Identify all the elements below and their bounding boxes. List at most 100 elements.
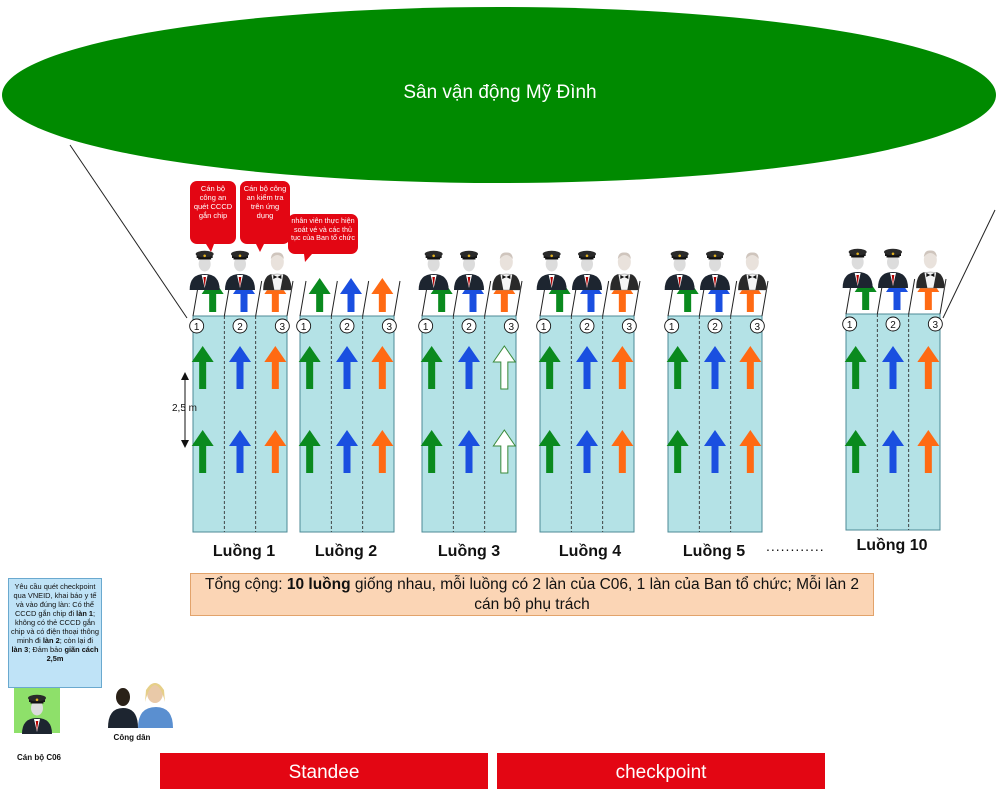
lane-number: 1 (301, 322, 307, 333)
entry-line (515, 280, 523, 317)
entry-line (730, 280, 738, 317)
staff-icon (609, 251, 639, 291)
lane-arrow-up (229, 430, 251, 473)
lane-number-circle (339, 318, 355, 334)
entry-line (286, 280, 294, 317)
officer-icon (225, 250, 255, 290)
lane-label-3: Luồng 3 (437, 543, 501, 560)
callout-lane-1: Cán bộ công an quét CCCD gắn chip (190, 181, 236, 244)
lane-arrow-up (458, 430, 480, 473)
instr-text: ; không có thẻ CCCD gắn chip và có điện … (11, 609, 99, 645)
lane-arrow-up (420, 430, 443, 473)
summary-prefix: Tổng cộng: (204, 576, 287, 593)
lane-arrow-up (666, 346, 689, 389)
lane-arrow-up (576, 430, 598, 473)
lane-number-circle (189, 318, 205, 334)
officer-icon (700, 250, 730, 290)
standee-bar: Standee (160, 753, 488, 789)
lane-arrow-up (704, 430, 726, 473)
entry-line (484, 280, 492, 317)
lane-number: 1 (423, 322, 429, 333)
lane-arrow-up (917, 346, 940, 389)
staff-icon (262, 251, 292, 291)
lane-arrow-up (371, 430, 394, 473)
lane-number: 3 (509, 322, 515, 333)
officer-icon (842, 248, 873, 288)
stadium-shape (2, 7, 996, 183)
callout-tail (206, 244, 214, 252)
entry-line (362, 280, 370, 317)
checkpoint-bar: checkpoint (497, 753, 825, 789)
lane-arrow-up (576, 346, 598, 389)
lane-number: 3 (755, 322, 761, 333)
entry-line (330, 280, 338, 317)
entry-line (299, 280, 307, 317)
lane-arrow-up (229, 346, 251, 389)
lane-arrow-up (666, 430, 689, 473)
instruction-box: Yêu cầu quét checkpoint qua VNEID, khai … (8, 578, 102, 688)
entry-line (602, 280, 610, 317)
lane-arrow-up (264, 346, 287, 389)
lane-number-circle (461, 318, 477, 334)
lane-number-circle (536, 318, 552, 334)
instr-text: ; còn lại đi (59, 636, 93, 645)
officer-icon (572, 250, 602, 290)
lane-arrow-up (917, 430, 940, 473)
lane-arrow-up (882, 346, 904, 389)
officer-icon (189, 250, 220, 290)
summary-box: Tổng cộng: 10 luồng giống nhau, mỗi luồn… (190, 573, 874, 616)
lane-number-circle (749, 318, 765, 334)
lane-arrow-up (844, 430, 867, 473)
officer-icon (454, 250, 484, 290)
lane-label-4: Luồng 4 (558, 543, 622, 560)
lane-arrow-up (458, 346, 480, 389)
lane-arrow-up (538, 346, 561, 389)
instr-bold: làn 1 (76, 609, 93, 618)
entry-line (761, 280, 769, 317)
lane-number-circle (842, 316, 858, 332)
lane-arrow-up (298, 430, 321, 473)
lane-label-10: Luồng 10 (856, 537, 928, 554)
lane-arrow-up (336, 346, 358, 389)
instr-bold: làn 2 (42, 636, 60, 645)
lane-number: 2 (237, 322, 243, 333)
staff-icon (491, 251, 521, 291)
lane-arrow-up (611, 346, 634, 389)
entry-arrow (308, 278, 331, 312)
callout-tail (304, 254, 312, 262)
entry-line (393, 280, 401, 317)
lane-label-5: Luồng 5 (682, 543, 746, 560)
lane-arrow-up (191, 430, 214, 473)
lane-arrow-up (420, 346, 443, 389)
lane-number: 2 (890, 320, 896, 331)
entry-line (908, 278, 916, 315)
lane-number: 3 (933, 320, 939, 331)
lane-number-circle (621, 318, 637, 334)
lane-arrow-up (739, 346, 762, 389)
lane-number-circle (503, 318, 519, 334)
lane-number-circle (274, 318, 290, 334)
instr-text: ; Đảm bảo (28, 645, 65, 654)
summary-bold: 10 luồng (286, 576, 351, 593)
instr-bold: làn 3 (11, 645, 29, 654)
lane-arrow-up (882, 430, 904, 473)
callout-lane-2: Cán bộ công an kiểm tra trên ứng dụng (240, 181, 290, 244)
perspective-line-right (942, 209, 996, 319)
dimension-arrow (181, 372, 189, 448)
lane-arrow-up (298, 346, 321, 389)
lane-number-circle (381, 318, 397, 334)
lane-label-1: Luồng 1 (212, 543, 276, 560)
callout-tail (256, 244, 264, 252)
lane-number: 3 (387, 322, 393, 333)
lane-number: 2 (712, 322, 718, 333)
lane-number: 3 (627, 322, 633, 333)
lane-number-circle (664, 318, 680, 334)
lane-arrow-up (844, 346, 867, 389)
officer-icon (536, 250, 567, 290)
lane-number-circle (418, 318, 434, 334)
lane-arrow-up (264, 430, 287, 473)
ellipsis-dots: ............ (766, 538, 825, 554)
lane-number-circle (232, 318, 248, 334)
entry-line (633, 280, 641, 317)
